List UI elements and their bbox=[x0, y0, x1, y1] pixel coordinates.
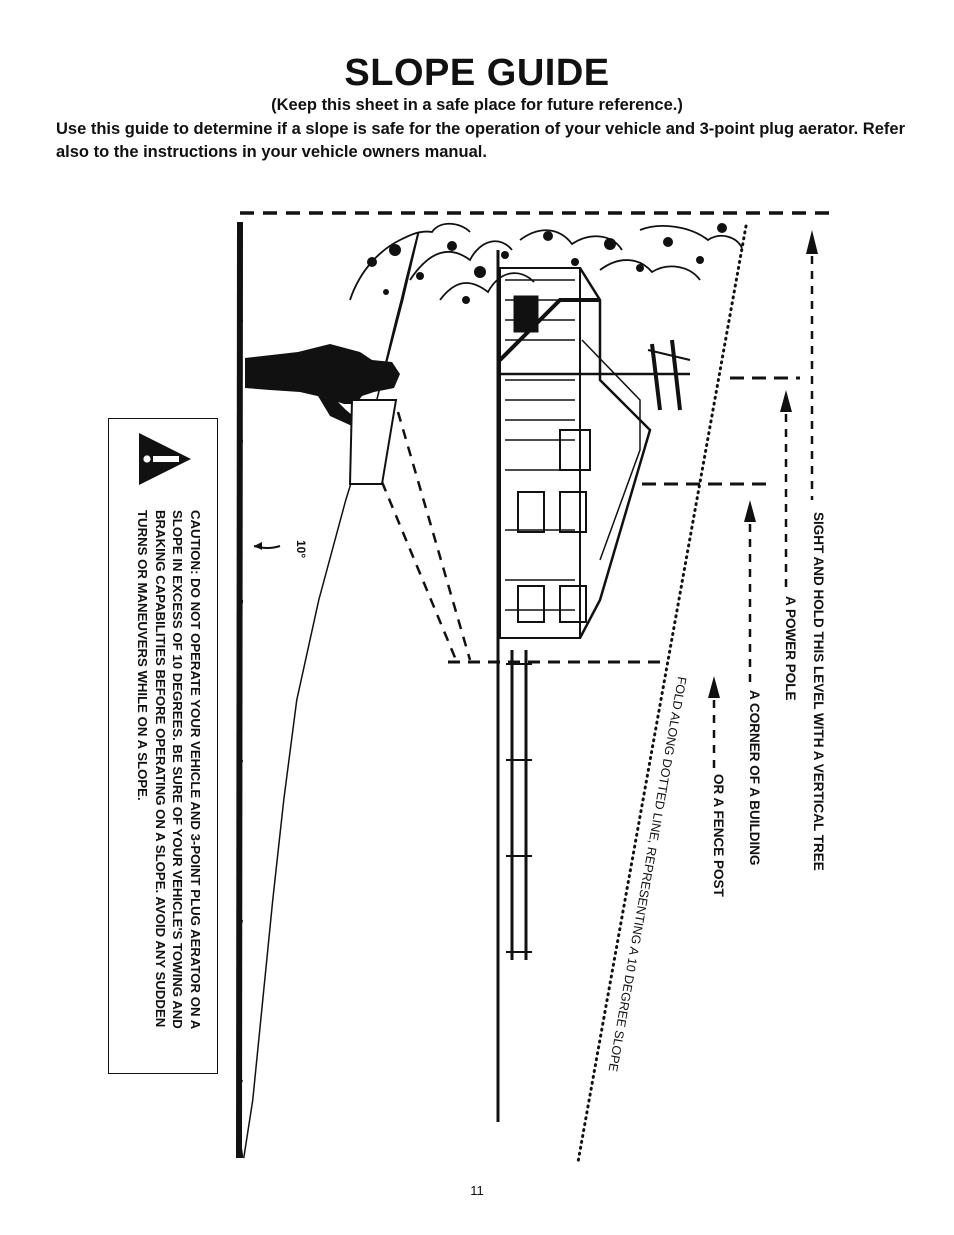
ground-edge bbox=[239, 222, 240, 1158]
sight-line-upper bbox=[398, 412, 470, 660]
building-label: A CORNER OF A BUILDING bbox=[747, 690, 762, 866]
caution-text: CAUTION: DO NOT OPERATE YOUR VEHICLE AND… bbox=[134, 510, 204, 1070]
page-number: 11 bbox=[0, 1183, 954, 1198]
angle-label: 10° bbox=[294, 540, 308, 558]
power-pole-label: A POWER POLE bbox=[783, 596, 798, 701]
fence-illustration bbox=[506, 650, 532, 960]
fold-dotted-line bbox=[578, 226, 746, 1162]
tree-level-label: SIGHT AND HOLD THIS LEVEL WITH A VERTICA… bbox=[811, 512, 826, 871]
warning-triangle-icon bbox=[137, 429, 193, 489]
fence-arrow bbox=[708, 676, 720, 768]
fence-label: OR A FENCE POST bbox=[711, 774, 726, 897]
tree-arrow bbox=[806, 230, 818, 500]
building-arrow bbox=[744, 500, 756, 684]
power-pole-arrow bbox=[780, 390, 792, 588]
